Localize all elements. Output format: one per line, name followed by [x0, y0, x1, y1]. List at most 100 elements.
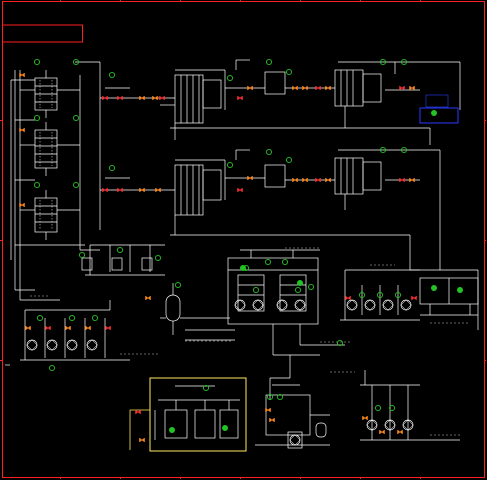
valve-icon[interactable]: [302, 177, 308, 183]
pump-icon[interactable]: [252, 299, 264, 311]
instrument-bubble-icon[interactable]: [202, 384, 210, 392]
valve-icon[interactable]: [237, 187, 243, 193]
instrument-bubble-icon[interactable]: [400, 58, 408, 66]
instrument-bubble-icon[interactable]: [285, 156, 293, 164]
selection-marker[interactable]: [419, 107, 459, 124]
instrument-bubble-icon[interactable]: [36, 314, 44, 322]
pump-icon[interactable]: [364, 299, 376, 311]
instrument-bubble-icon[interactable]: [281, 258, 289, 266]
valve-icon[interactable]: [325, 177, 331, 183]
pump-icon[interactable]: [66, 339, 78, 351]
instrument-bubble-icon[interactable]: [285, 68, 293, 76]
instrument-bubble-icon[interactable]: [379, 146, 387, 154]
valve-icon[interactable]: [19, 72, 25, 78]
instrument-bubble-icon[interactable]: [108, 164, 116, 172]
instrument-bubble-icon[interactable]: [336, 339, 344, 347]
pump-icon[interactable]: [382, 299, 394, 311]
valve-icon[interactable]: [399, 85, 405, 91]
valve-icon[interactable]: [65, 325, 71, 331]
valve-icon[interactable]: [325, 85, 331, 91]
valve-icon[interactable]: [315, 85, 321, 91]
instrument-bubble-icon[interactable]: [169, 427, 175, 433]
valve-icon[interactable]: [237, 95, 243, 101]
instrument-bubble-icon[interactable]: [48, 364, 56, 372]
valve-icon[interactable]: [397, 429, 403, 435]
valve-icon[interactable]: [135, 409, 141, 415]
instrument-bubble-icon[interactable]: [33, 114, 41, 122]
valve-icon[interactable]: [247, 85, 253, 91]
instrument-bubble-icon[interactable]: [91, 314, 99, 322]
valve-icon[interactable]: [139, 187, 145, 193]
valve-icon[interactable]: [19, 202, 25, 208]
valve-icon[interactable]: [45, 325, 51, 331]
instrument-bubble-icon[interactable]: [457, 287, 463, 293]
valve-icon[interactable]: [292, 85, 298, 91]
instrument-bubble-icon[interactable]: [174, 281, 182, 289]
instrument-bubble-icon[interactable]: [297, 280, 303, 286]
valve-icon[interactable]: [25, 325, 31, 331]
skid-package-outline[interactable]: [149, 377, 247, 452]
instrument-bubble-icon[interactable]: [431, 110, 437, 116]
valve-icon[interactable]: [117, 95, 123, 101]
valve-icon[interactable]: [411, 295, 417, 301]
pump-icon[interactable]: [46, 339, 58, 351]
instrument-bubble-icon[interactable]: [265, 148, 273, 156]
valve-icon[interactable]: [315, 177, 321, 183]
valve-icon[interactable]: [155, 187, 161, 193]
instrument-bubble-icon[interactable]: [240, 265, 246, 271]
valve-icon[interactable]: [152, 95, 158, 101]
instrument-bubble-icon[interactable]: [252, 286, 260, 294]
instrument-bubble-icon[interactable]: [72, 58, 80, 66]
valve-icon[interactable]: [409, 85, 415, 91]
valve-icon[interactable]: [302, 85, 308, 91]
instrument-bubble-icon[interactable]: [226, 161, 234, 169]
instrument-bubble-icon[interactable]: [264, 258, 272, 266]
valve-icon[interactable]: [85, 325, 91, 331]
valve-icon[interactable]: [379, 429, 385, 435]
instrument-bubble-icon[interactable]: [222, 425, 228, 431]
instrument-bubble-icon[interactable]: [431, 285, 437, 291]
pump-icon[interactable]: [289, 434, 301, 446]
valve-icon[interactable]: [145, 295, 151, 301]
instrument-bubble-icon[interactable]: [400, 146, 408, 154]
instrument-bubble-icon[interactable]: [307, 283, 315, 291]
valve-icon[interactable]: [362, 415, 368, 421]
valve-icon[interactable]: [105, 325, 111, 331]
pump-icon[interactable]: [400, 299, 412, 311]
instrument-bubble-icon[interactable]: [116, 246, 124, 254]
valve-icon[interactable]: [399, 177, 405, 183]
valve-icon[interactable]: [345, 295, 351, 301]
instrument-bubble-icon[interactable]: [226, 74, 234, 82]
pump-icon[interactable]: [346, 299, 358, 311]
pump-icon[interactable]: [276, 299, 288, 311]
instrument-bubble-icon[interactable]: [68, 314, 76, 322]
instrument-bubble-icon[interactable]: [276, 393, 284, 401]
pump-icon[interactable]: [86, 339, 98, 351]
instrument-bubble-icon[interactable]: [379, 58, 387, 66]
valve-icon[interactable]: [102, 187, 108, 193]
instrument-bubble-icon[interactable]: [78, 251, 86, 259]
instrument-bubble-icon[interactable]: [394, 291, 402, 299]
instrument-bubble-icon[interactable]: [72, 181, 80, 189]
valve-icon[interactable]: [139, 437, 145, 443]
valve-icon[interactable]: [117, 187, 123, 193]
instrument-bubble-icon[interactable]: [33, 58, 41, 66]
instrument-bubble-icon[interactable]: [265, 58, 273, 66]
instrument-bubble-icon[interactable]: [33, 181, 41, 189]
valve-icon[interactable]: [19, 127, 25, 133]
valve-icon[interactable]: [409, 177, 415, 183]
instrument-bubble-icon[interactable]: [154, 254, 162, 262]
valve-icon[interactable]: [247, 175, 253, 181]
pump-icon[interactable]: [294, 299, 306, 311]
instrument-bubble-icon[interactable]: [294, 286, 302, 294]
pump-icon[interactable]: [234, 299, 246, 311]
instrument-bubble-icon[interactable]: [376, 291, 384, 299]
instrument-bubble-icon[interactable]: [108, 71, 116, 79]
instrument-bubble-icon[interactable]: [388, 404, 396, 412]
instrument-bubble-icon[interactable]: [72, 114, 80, 122]
valve-icon[interactable]: [269, 417, 275, 423]
valve-icon[interactable]: [102, 95, 108, 101]
valve-icon[interactable]: [139, 95, 145, 101]
valve-icon[interactable]: [292, 177, 298, 183]
